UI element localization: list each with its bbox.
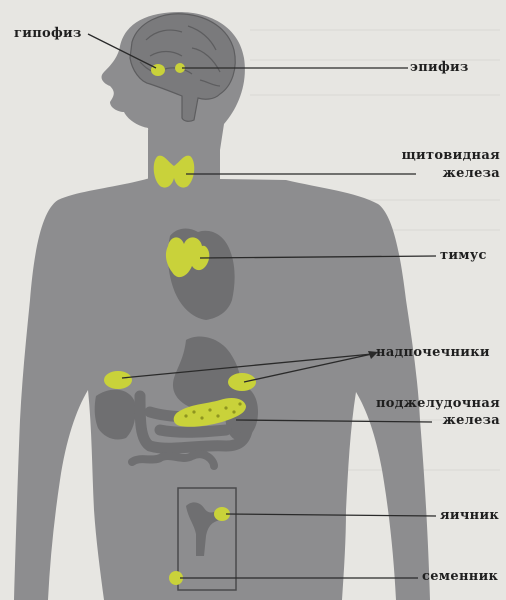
label-adrenals: надпочечники bbox=[376, 345, 490, 361]
pituitary-gland bbox=[151, 64, 165, 76]
label-pancreas-line1: поджелудочная bbox=[376, 396, 500, 412]
label-testis: семенник bbox=[422, 569, 498, 585]
label-pineal: эпифиз bbox=[410, 60, 469, 76]
label-thymus: тимус bbox=[440, 248, 487, 264]
label-thyroid-line1: щитовидная bbox=[402, 148, 500, 164]
label-ovary: яичник bbox=[440, 508, 499, 524]
label-thyroid-line2: железа bbox=[443, 166, 500, 182]
adrenal-gland-right bbox=[228, 373, 256, 391]
adrenal-gland-left bbox=[104, 371, 132, 389]
label-pancreas-line2: железа bbox=[443, 413, 500, 429]
label-pituitary: гипофиз bbox=[14, 26, 82, 42]
